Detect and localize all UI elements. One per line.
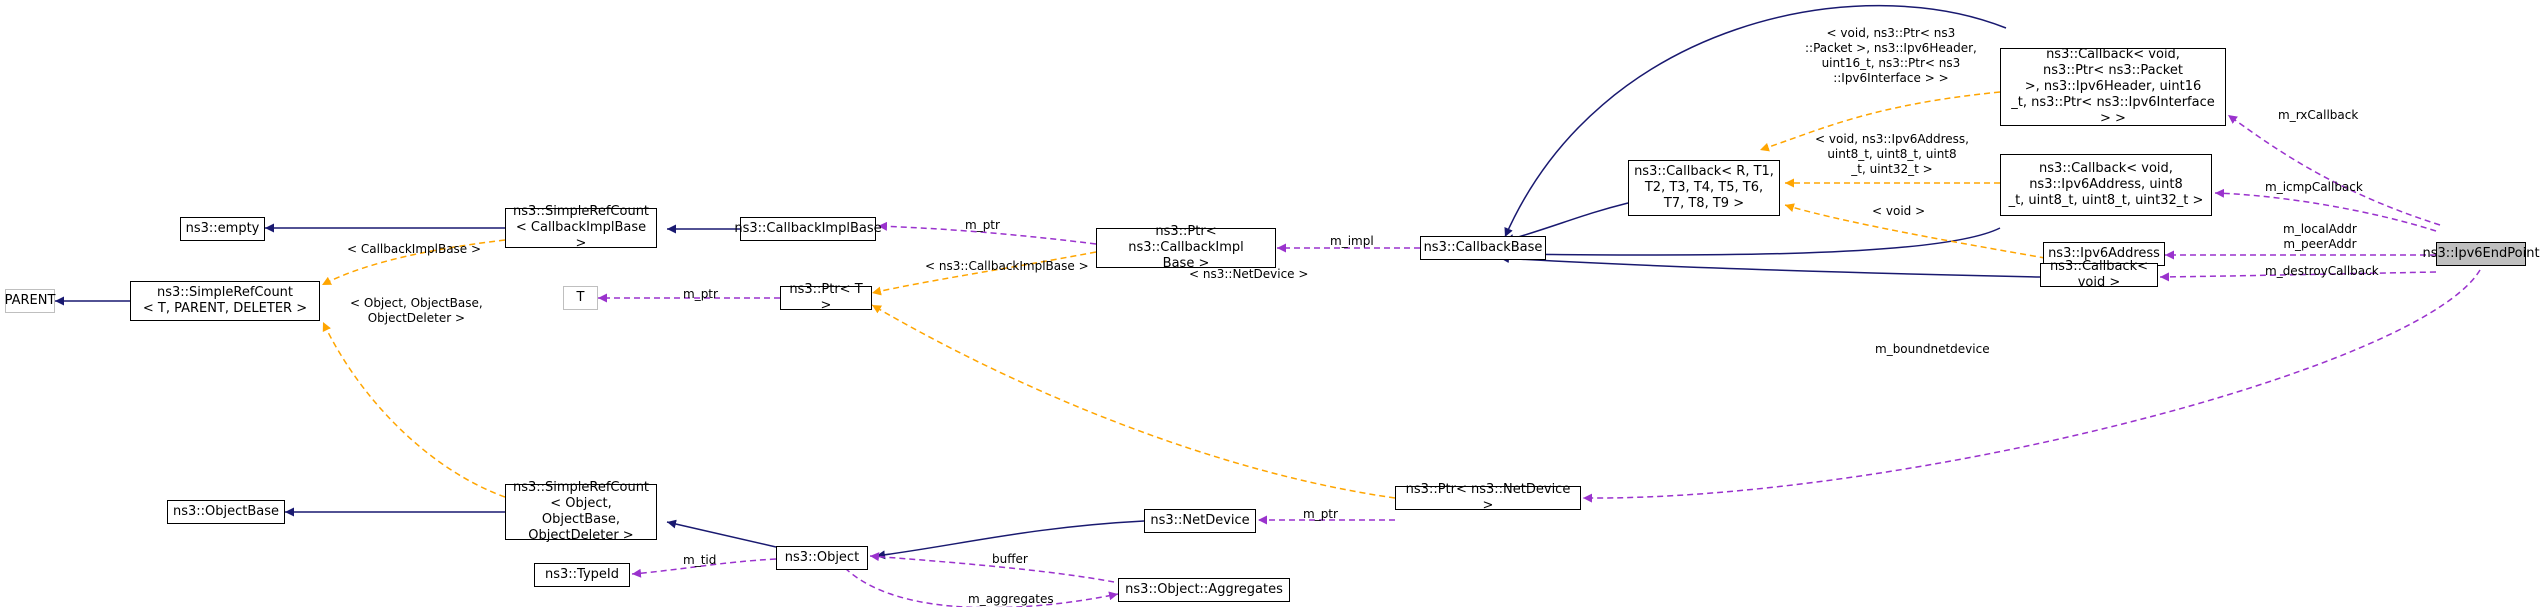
node-callback-rx[interactable]: ns3::Callback< void, ns3::Ptr< ns3::Pack… — [2000, 47, 2226, 126]
edge-aggregates-m-aggregates — [844, 567, 1119, 607]
node-ns3-netdevice[interactable]: ns3::NetDevice — [1144, 509, 1256, 533]
label-m-destroycallback: m_destroyCallback — [2265, 264, 2379, 278]
edge-cbgeneric-to-cbvoid — [1784, 203, 2086, 266]
edge-cbgeneric-to-cbrx — [1759, 91, 2001, 152]
label-m-ptr-netdevice: m_ptr — [1303, 507, 1338, 521]
node-ns3-callbackbase[interactable]: ns3::CallbackBase — [1420, 236, 1546, 260]
label-m-boundnetdevice: m_boundnetdevice — [1875, 342, 1990, 356]
node-template-t[interactable]: T — [563, 286, 598, 310]
label-icmp-args: < void, ns3::Ipv6Address, uint8_t, uint8… — [1815, 132, 1969, 176]
node-ns3-callbackimplbase[interactable]: ns3::CallbackImplBase — [734, 217, 882, 241]
diagram-edges — [55, 5, 2481, 607]
node-ns3-ipv6address[interactable]: ns3::Ipv6Address — [2043, 242, 2165, 266]
node-ns3-objectbase[interactable]: ns3::ObjectBase — [167, 500, 285, 524]
edge-object-to-srcobj — [666, 519, 777, 548]
node-ptr-netdevice[interactable]: ns3::Ptr< ns3::NetDevice > — [1395, 482, 1581, 513]
node-ns3-ipv6endpoint[interactable]: ns3::Ipv6EndPoint — [2422, 242, 2540, 266]
edge-ptrnetdev-m-boundnetdevice — [1582, 269, 2481, 503]
node-ns3-ptr-t[interactable]: ns3::Ptr< T > — [780, 282, 872, 313]
label-buffer: buffer — [992, 552, 1028, 566]
edge-netdevice-to-object — [875, 520, 1145, 560]
node-simplerefcount-object[interactable]: ns3::SimpleRefCount < Object, ObjectBase… — [505, 480, 657, 543]
label-ns3-netdevice-arg: < ns3::NetDevice > — [1189, 267, 1309, 281]
node-ns3-empty[interactable]: ns3::empty — [180, 217, 265, 241]
label-void-arg: < void > — [1872, 204, 1926, 218]
node-ptr-callbackimplbase[interactable]: ns3::Ptr< ns3::CallbackImpl Base > — [1096, 224, 1276, 271]
collaboration-diagram: PARENT ns3::empty ns3::SimpleRefCount < … — [5, 5, 2540, 607]
node-simplerefcount-t-parent-deleter[interactable]: ns3::SimpleRefCount < T, PARENT, DELETER… — [130, 281, 320, 321]
label-m-ptr-callbackimpl: m_ptr — [965, 218, 1000, 232]
label-ns3-callbackimplbase-arg: < ns3::CallbackImplBase > — [925, 259, 1089, 273]
label-m-impl: m_impl — [1330, 234, 1374, 248]
node-ns3-object-aggregates[interactable]: ns3::Object::Aggregates — [1118, 578, 1290, 602]
label-m-tid: m_tid — [683, 553, 717, 567]
node-simplerefcount-callbackimplbase[interactable]: ns3::SimpleRefCount < CallbackImplBase > — [505, 204, 657, 251]
edge-cbgeneric-to-cbbase — [1504, 202, 1629, 243]
label-m-rxcallback: m_rxCallback — [2278, 108, 2359, 122]
edge-cbvoid-to-cbbase — [1499, 254, 2041, 278]
node-callback-generic[interactable]: ns3::Callback< R, T1, T2, T3, T4, T5, T6… — [1628, 160, 1780, 216]
label-rx-args: < void, ns3::Ptr< ns3 ::Packet >, ns3::I… — [1805, 26, 1977, 85]
label-m-icmpcallback: m_icmpCallback — [2265, 180, 2363, 194]
node-ns3-object[interactable]: ns3::Object — [776, 546, 868, 570]
edge-cbvoid-m-destroycallback — [2159, 271, 2437, 282]
edge-cbrx-m-rxcallback — [2227, 114, 2441, 226]
label-m-ptr-t: m_ptr — [683, 287, 718, 301]
node-parent[interactable]: PARENT — [5, 289, 55, 313]
label-m-aggregates: m_aggregates — [968, 592, 1054, 606]
edge-ptrt-to-ptrcbimpl — [871, 251, 1097, 296]
node-ns3-typeid[interactable]: ns3::TypeId — [534, 563, 630, 587]
label-object-objectbase-deleter: < Object, ObjectBase, ObjectDeleter > — [350, 296, 483, 325]
edge-srct-to-srcobj — [322, 321, 506, 498]
edge-cbicmp-to-cbbase — [1504, 227, 2001, 259]
node-callback-void[interactable]: ns3::Callback< void > — [2040, 259, 2158, 290]
edge-ptrcbimpl-m-ptr — [877, 221, 1097, 245]
label-m-localaddr-peeraddr: m_localAddr m_peerAddr — [2283, 222, 2357, 251]
edge-typeid-m-tid — [631, 558, 777, 578]
label-callbackimplbase: < CallbackImplBase > — [347, 242, 482, 256]
node-callback-icmp[interactable]: ns3::Callback< void, ns3::Ipv6Address, u… — [2000, 154, 2212, 216]
edge-srct-to-srccbimpl — [321, 239, 506, 286]
edge-cbicmp-m-icmpcallback — [2214, 188, 2437, 232]
edge-ptrt-to-ptrnetdev — [871, 304, 1396, 499]
edge-object-buffer — [869, 552, 1115, 583]
edge-cbrx-to-cbbase — [1504, 5, 2007, 238]
